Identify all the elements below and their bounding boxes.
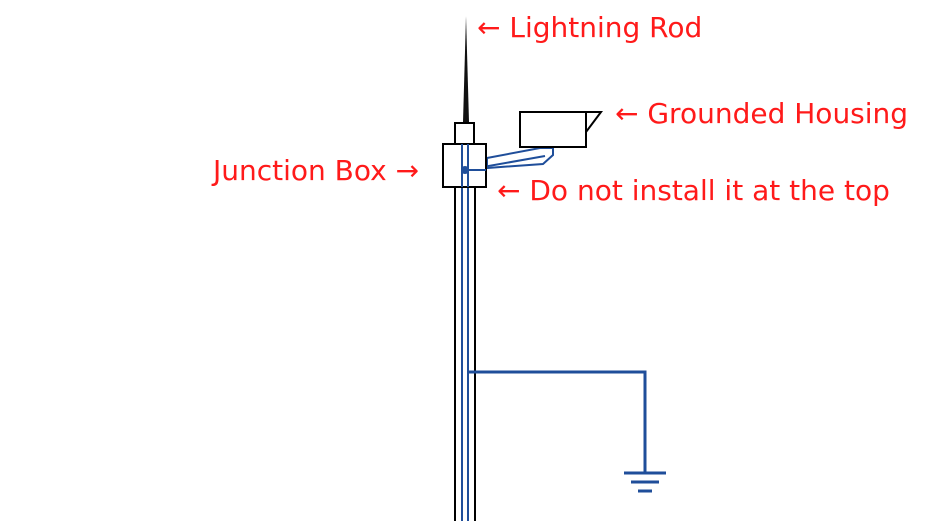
lightning-rod-icon: [454, 16, 475, 145]
camera-housing-icon: [519, 111, 603, 148]
ground-symbol-icon: [624, 471, 666, 493]
junction-box-label: Junction Box →: [213, 154, 420, 187]
ground-wire: [461, 170, 647, 521]
do-not-install-label: ← Do not install it at the top: [497, 174, 890, 207]
grounded-housing-label: ← Grounded Housing: [615, 97, 909, 130]
lightning-rod-label: ← Lightning Rod: [477, 11, 703, 44]
pole: [454, 188, 476, 521]
junction-box-icon: [442, 143, 487, 188]
